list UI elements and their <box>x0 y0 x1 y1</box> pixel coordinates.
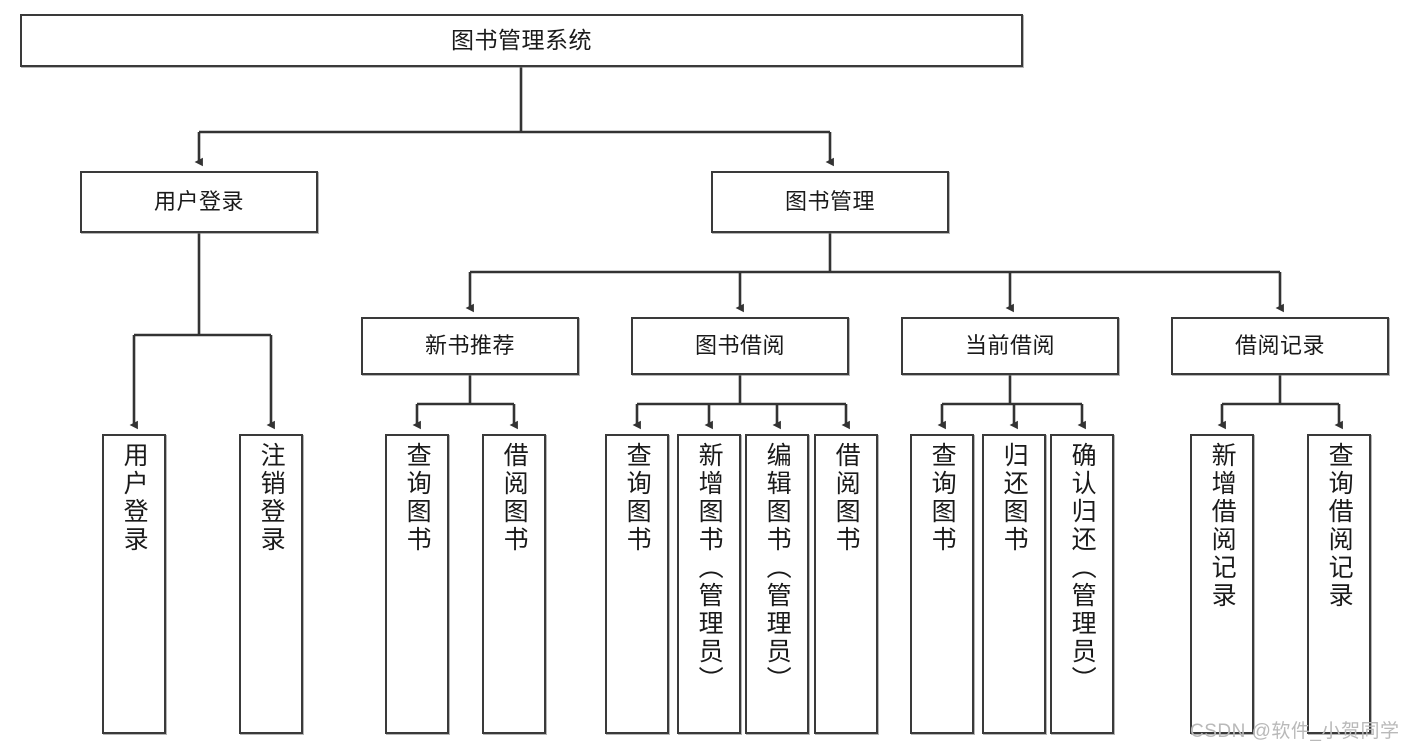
node-leaf-user-login[interactable]: 用户登录 <box>102 434 166 734</box>
node-current-borrow-label: 当前借阅 <box>964 333 1055 359</box>
node-new-book-rec-label: 新书推荐 <box>424 333 515 359</box>
node-leaf-edit-book-label: 编辑图书（管理员） <box>763 442 792 694</box>
edge-newbookrec-to-leaves <box>412 375 518 430</box>
node-leaf-logout-label: 注销登录 <box>257 442 286 554</box>
node-leaf-user-login-label: 用户登录 <box>120 442 149 554</box>
node-user-login[interactable]: 用户登录 <box>80 171 318 233</box>
node-leaf-add-record-label: 新增借阅记录 <box>1208 442 1237 610</box>
node-leaf-query-book-3-label: 查询图书 <box>928 442 957 554</box>
node-leaf-return-book-label: 归还图书 <box>1000 442 1029 554</box>
node-leaf-query-book-3[interactable]: 查询图书 <box>910 434 974 734</box>
edge-bookmanage-to-level3 <box>465 233 1284 313</box>
node-user-login-label: 用户登录 <box>153 189 244 215</box>
node-current-borrow[interactable]: 当前借阅 <box>901 317 1119 375</box>
node-leaf-confirm-return-label: 确认归还（管理员） <box>1068 442 1097 694</box>
node-book-manage[interactable]: 图书管理 <box>711 171 949 233</box>
node-new-book-rec[interactable]: 新书推荐 <box>361 317 579 375</box>
node-leaf-borrow-book-1[interactable]: 借阅图书 <box>482 434 546 734</box>
edge-userlogin-to-leaves <box>129 233 275 430</box>
node-borrow-record-label: 借阅记录 <box>1234 333 1325 359</box>
node-root-label: 图书管理系统 <box>451 26 592 53</box>
node-leaf-query-book-2[interactable]: 查询图书 <box>605 434 669 734</box>
node-leaf-borrow-book-2[interactable]: 借阅图书 <box>814 434 878 734</box>
watermark-text: CSDN @软件_小贺同学 <box>1190 721 1400 742</box>
node-leaf-query-book-2-label: 查询图书 <box>623 442 652 554</box>
node-leaf-return-book[interactable]: 归还图书 <box>982 434 1046 734</box>
edge-root-to-level2 <box>194 67 834 167</box>
node-leaf-borrow-book-1-label: 借阅图书 <box>500 442 529 554</box>
node-leaf-query-record-label: 查询借阅记录 <box>1325 442 1354 610</box>
node-book-borrow-label: 图书借阅 <box>694 333 785 359</box>
edge-borrowrecord-to-leaves <box>1217 375 1343 430</box>
node-leaf-query-book-1-label: 查询图书 <box>403 442 432 554</box>
node-leaf-query-record[interactable]: 查询借阅记录 <box>1307 434 1371 734</box>
edge-bookborrow-to-leaves <box>632 375 850 430</box>
node-borrow-record[interactable]: 借阅记录 <box>1171 317 1389 375</box>
node-leaf-logout[interactable]: 注销登录 <box>239 434 303 734</box>
node-leaf-add-book[interactable]: 新增图书（管理员） <box>677 434 741 734</box>
node-leaf-add-record[interactable]: 新增借阅记录 <box>1190 434 1254 734</box>
node-root[interactable]: 图书管理系统 <box>20 14 1023 67</box>
node-leaf-add-book-label: 新增图书（管理员） <box>695 442 724 694</box>
edge-currentborrow-to-leaves <box>937 375 1086 430</box>
node-leaf-borrow-book-2-label: 借阅图书 <box>832 442 861 554</box>
node-leaf-confirm-return[interactable]: 确认归还（管理员） <box>1050 434 1114 734</box>
node-book-manage-label: 图书管理 <box>784 189 875 215</box>
node-leaf-query-book-1[interactable]: 查询图书 <box>385 434 449 734</box>
node-book-borrow[interactable]: 图书借阅 <box>631 317 849 375</box>
node-leaf-edit-book[interactable]: 编辑图书（管理员） <box>745 434 809 734</box>
